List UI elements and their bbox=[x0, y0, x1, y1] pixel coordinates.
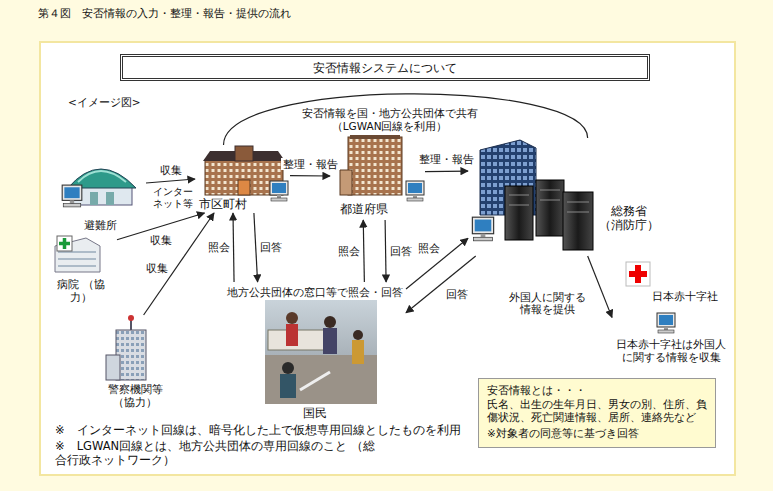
edge-label: 整理・報告 bbox=[281, 158, 340, 170]
edge-label: 収集 bbox=[148, 234, 174, 246]
image-note: <イメージ図> bbox=[68, 96, 141, 109]
edge-label: 安否情報を国・地方公共団体で共有 （LGWAN回線を利用） bbox=[298, 107, 482, 131]
hospital-icon bbox=[55, 236, 100, 272]
flow-arrow bbox=[406, 256, 476, 313]
prefecture-node: 都道府県 bbox=[330, 132, 425, 220]
footnote: ※ インターネット回線は、暗号化した上で仮想専用回線としたものを利用 bbox=[55, 424, 461, 438]
citizens-photo bbox=[265, 300, 377, 404]
municipality-node: 市区町村 bbox=[195, 145, 290, 213]
network-arc bbox=[224, 94, 588, 145]
edge-label: 整理・報告 bbox=[417, 153, 476, 165]
edge-label: 照会 bbox=[206, 241, 232, 253]
hospital-node: 病院 （協力） bbox=[45, 232, 117, 310]
police-building-icon bbox=[106, 315, 146, 380]
node-label: 警察機関等 （協力） bbox=[95, 383, 175, 409]
flow-arrow bbox=[233, 213, 234, 282]
node-label: 都道府県 bbox=[340, 202, 420, 216]
node-text: 氏名、出生の生年月日、男女の別、住所、負傷状況、死亡関連情報、居所、連絡先など bbox=[487, 398, 707, 425]
node-label: 安否情報とは・・・ bbox=[487, 384, 707, 398]
node-text: 国民 bbox=[225, 406, 405, 420]
footnote: ※ LGWAN回線とは、地方公共団体の専用回線のこと （総合行政ネットワーク） bbox=[55, 440, 377, 468]
ministry-node: 総務省 （消防庁） bbox=[468, 138, 661, 256]
flow-arrow bbox=[385, 220, 387, 282]
figure-title: 第４図 安否情報の入力・整理・報告・提供の流れ bbox=[38, 7, 291, 20]
flow-arrow bbox=[363, 220, 364, 282]
flow-arrow bbox=[425, 170, 468, 172]
flow-arrow bbox=[146, 179, 195, 183]
citizens-node: 地方公共団体の窓口等で照会・回答国民 bbox=[225, 282, 406, 422]
node-text: 日本赤十字社は外国人に関する情報を収集 bbox=[616, 338, 726, 364]
shelter-node: 避難所 bbox=[55, 155, 146, 235]
node-label: 病院 （協力） bbox=[57, 278, 105, 304]
edge-label: 収集 bbox=[144, 262, 170, 274]
flow-arrow bbox=[144, 213, 214, 315]
edge-label: 回答 bbox=[258, 241, 284, 253]
edge-label: 回答 bbox=[444, 288, 470, 300]
edge-label: 収集 bbox=[158, 164, 184, 176]
city-hall-icon bbox=[203, 146, 288, 201]
node-label: 日本赤十字社 bbox=[652, 290, 728, 303]
node-label: 安否情報システムについて bbox=[123, 61, 647, 76]
node-label: 市区町村 bbox=[199, 197, 279, 211]
title-box: 安否情報システムについて bbox=[120, 54, 650, 81]
flow-arrow bbox=[588, 256, 612, 317]
police-node: 警察機関等 （協力） bbox=[95, 315, 176, 415]
line-note: インターネット等 bbox=[150, 186, 196, 210]
white-panel bbox=[40, 42, 735, 475]
edge-label: 照会 bbox=[336, 245, 362, 257]
node-label: 総務省 （消防庁） bbox=[598, 204, 660, 232]
prefecture-office-icon bbox=[340, 135, 424, 201]
info-box: 安否情報とは・・・氏名、出生の生年月日、男女の別、住所、負傷状況、死亡関連情報、… bbox=[478, 378, 716, 448]
red-cross-node: 日本赤十字社日本赤十字社は外国人に関する情報を収集 bbox=[612, 258, 730, 366]
node-label: 避難所 bbox=[55, 219, 145, 232]
node-label: 地方公共団体の窓口等で照会・回答 bbox=[225, 286, 405, 299]
ministry-building-icon bbox=[472, 140, 593, 250]
edge-label: 回答 bbox=[388, 245, 414, 257]
shelter-icon bbox=[62, 169, 136, 207]
edge-label: 外国人に関する情報を提供 bbox=[506, 291, 590, 315]
flow-arrow bbox=[406, 238, 468, 289]
edge-label: 照会 bbox=[416, 242, 442, 254]
node-text: ※対象者の同意等に基づき回答 bbox=[487, 427, 707, 441]
flow-arrow bbox=[290, 175, 330, 177]
